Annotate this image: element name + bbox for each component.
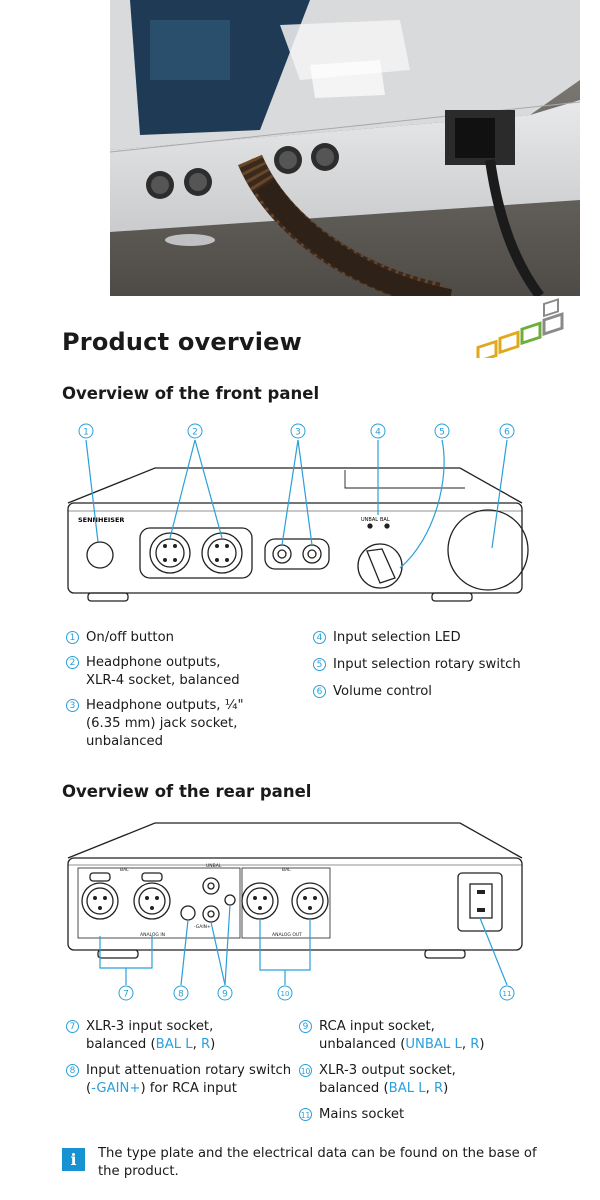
callout-1: 1 [83,428,89,438]
callout-10: 10 [281,990,290,998]
gain-label: -GAIN+ [194,924,211,930]
bal-out-label: BAL [282,867,291,873]
callout-6: 6 [504,428,510,438]
zipdb-logo-icon [476,298,564,364]
rear-panel-diagram: BAL UNBAL BAL ANALOG IN ANALOG OUT -GAIN… [67,822,523,1001]
amplifier-rear-photo [110,0,580,296]
led-unbal-label: UNBAL [361,517,378,523]
callout-3: 3 [295,428,301,438]
info-note: i The type plate and the electrical data… [62,1145,542,1181]
front-panel-heading: Overview of the front panel [62,384,320,403]
product-photo [110,0,580,296]
callout-7: 7 [123,990,129,1000]
callout-2: 2 [192,428,198,438]
callout-9: 9 [222,990,228,1000]
callout-11: 11 [503,990,512,998]
callout-8: 8 [178,990,184,1000]
callout-4: 4 [375,428,381,438]
bal-in-label: BAL [120,867,129,873]
unbal-label: UNBAL [206,863,222,869]
page-title: Product overview [62,328,303,356]
info-icon: i [62,1148,85,1171]
analog-out-label: ANALOG OUT [272,932,302,938]
front-panel-diagram: SENNHEISER UNBAL BAL 1 2 3 4 5 6 [67,423,529,602]
watermark-logo [470,298,580,364]
analog-in-label: ANALOG IN [140,932,165,938]
info-note-text: The type plate and the electrical data c… [98,1146,537,1179]
rear-panel-heading: Overview of the rear panel [62,782,312,801]
led-bal-label: BAL [380,517,390,523]
brand-label: SENNHEISER [78,516,124,524]
callout-5: 5 [439,428,445,438]
